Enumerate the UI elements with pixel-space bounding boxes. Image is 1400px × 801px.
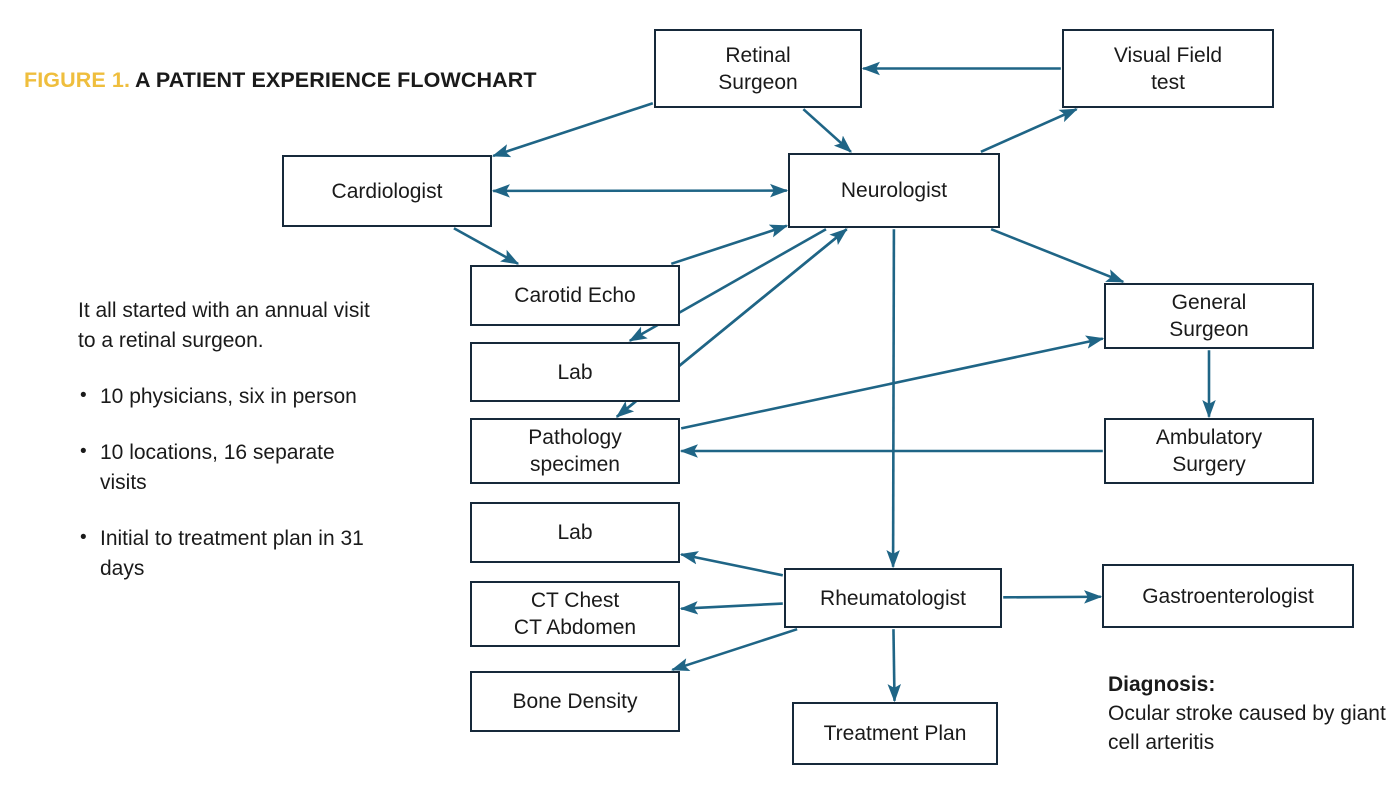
flow-edge-neurologist-to-visual-field-test [980, 108, 1078, 153]
flow-node-label: Neurologist [840, 179, 948, 202]
flow-edge-rheumatologist-to-gastroenterologist [1003, 590, 1103, 604]
flow-node-label: Rheumatologist [820, 586, 966, 610]
narrative-bullet-list: • 10 physicians, six in person • 10 loca… [78, 382, 378, 584]
flow-edge-carotid-echo-to-neurologist [670, 224, 789, 266]
list-item: • 10 locations, 16 separate visits [78, 438, 378, 498]
flow-node-treatment-plan[interactable]: Treatment Plan [792, 702, 998, 765]
flow-node-label: Lab [557, 360, 593, 384]
diagnosis-text: Ocular stroke caused by giant cell arter… [1108, 702, 1386, 754]
list-item: • Initial to treatment plan in 31 days [78, 524, 378, 584]
flow-node-lab-upper[interactable]: Lab [470, 342, 680, 402]
flow-node-cardiologist[interactable]: Cardiologist [282, 155, 492, 227]
flow-node-label: General Surgeon [1169, 291, 1249, 341]
flow-node-label: Carotid Echo [514, 284, 636, 307]
flow-node-ct-chest-abdomen[interactable]: CT Chest CT Abdomen [470, 581, 680, 647]
page-title: FIGURE 1.A PATIENT EXPERIENCE FLOWCHART [24, 68, 537, 93]
diagnosis-block: Diagnosis: Ocular stroke caused by giant… [1108, 670, 1388, 757]
flow-edge-neurologist-to-general-surgeon [990, 227, 1125, 284]
flow-edge-cardiologist-to-carotid-echo [453, 227, 520, 265]
narrative-column: It all started with an annual visit to a… [78, 296, 378, 584]
flow-node-lab-lower[interactable]: Lab [470, 502, 680, 563]
flow-node-carotid-echo[interactable]: Carotid Echo [470, 265, 680, 326]
flow-node-label: Cardiologist [331, 179, 443, 203]
flow-node-retinal-surgeon[interactable]: Retinal Surgeon [654, 29, 862, 108]
flow-edge-rheumatologist-to-ct-chest-abdomen [679, 601, 783, 615]
flow-edge-pathology-specimen-to-general-surgeon [680, 335, 1105, 430]
flow-node-pathology-specimen[interactable]: Pathology specimen [470, 418, 680, 484]
diagnosis-label: Diagnosis: [1108, 673, 1216, 696]
figure-caption: A PATIENT EXPERIENCE FLOWCHART [135, 68, 537, 92]
flow-node-visual-field-test[interactable]: Visual Field test [1062, 29, 1274, 108]
flow-node-bone-density[interactable]: Bone Density [470, 671, 680, 732]
flow-node-general-surgeon[interactable]: General Surgeon [1104, 283, 1314, 349]
flow-node-label: Ambulatory Surgery [1155, 426, 1263, 476]
flow-node-label: Gastroenterologist [1142, 584, 1314, 608]
flow-node-rheumatologist[interactable]: Rheumatologist [784, 568, 1002, 628]
narrative-intro: It all started with an annual visit to a… [78, 299, 370, 352]
flow-node-label: Bone Density [512, 690, 638, 713]
bullet-glyph: • [80, 527, 87, 548]
flow-node-label: Treatment Plan [823, 722, 967, 745]
flow-node-gastroenterologist[interactable]: Gastroenterologist [1102, 564, 1354, 628]
list-item-label: 10 locations, 16 separate visits [100, 441, 335, 494]
figure-number: FIGURE 1. [24, 68, 131, 92]
list-item-label: Initial to treatment plan in 31 days [100, 527, 364, 580]
list-item-label: 10 physicians, six in person [100, 385, 357, 408]
flow-edge-retinal-surgeon-to-cardiologist [491, 102, 654, 158]
bullet-glyph: • [80, 441, 87, 462]
flow-edge-rheumatologist-to-treatment-plan [887, 629, 902, 703]
flow-edge-rheumatologist-to-bone-density [671, 627, 798, 672]
flow-node-ambulatory-surgery[interactable]: Ambulatory Surgery [1104, 418, 1314, 484]
flow-edge-rheumatologist-to-lab-lower [679, 551, 784, 577]
flow-node-neurologist[interactable]: Neurologist [788, 153, 1000, 228]
flow-node-label: CT Chest CT Abdomen [513, 589, 637, 639]
flow-edge-retinal-surgeon-to-neurologist [802, 108, 852, 153]
flow-edge-neurologist-to-rheumatologist [886, 229, 900, 569]
list-item: • 10 physicians, six in person [78, 382, 378, 412]
flow-node-label: Lab [557, 521, 593, 544]
flow-node-label: Visual Field test [1113, 43, 1223, 94]
bullet-glyph: • [80, 385, 87, 406]
flow-node-label: Retinal Surgeon [718, 43, 798, 94]
flow-node-label: Pathology specimen [528, 426, 622, 476]
